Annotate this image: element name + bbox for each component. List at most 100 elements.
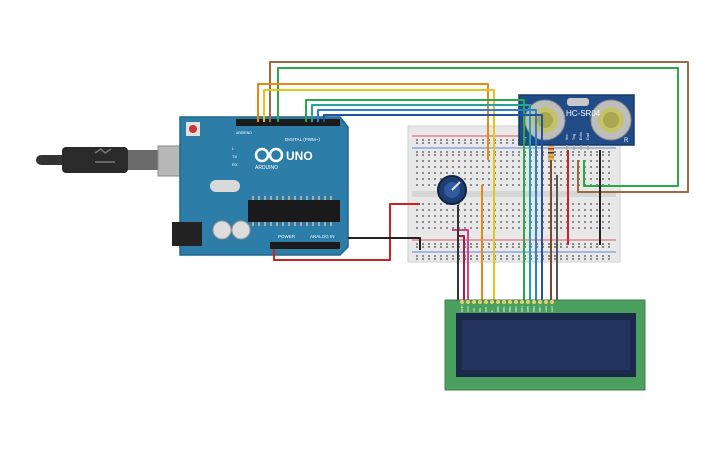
breadboard-hole bbox=[434, 209, 436, 211]
breadboard-hole bbox=[452, 258, 454, 260]
breadboard-hole bbox=[500, 139, 502, 141]
breadboard-hole bbox=[446, 151, 448, 153]
breadboard-hole bbox=[476, 255, 478, 257]
breadboard-hole bbox=[512, 215, 514, 217]
lcd-pin-label: RW bbox=[484, 307, 488, 312]
potentiometer[interactable] bbox=[437, 175, 467, 205]
breadboard-hole bbox=[560, 215, 562, 217]
breadboard-hole bbox=[602, 172, 604, 174]
breadboard-hole bbox=[584, 209, 586, 211]
breadboard-hole bbox=[500, 258, 502, 260]
breadboard-hole bbox=[440, 139, 442, 141]
breadboard-hole bbox=[476, 215, 478, 217]
sensor-model-label: HC-SR04 bbox=[566, 109, 601, 118]
breadboard-hole bbox=[560, 243, 562, 245]
breadboard-hole bbox=[422, 246, 424, 248]
breadboard-hole bbox=[416, 255, 418, 257]
breadboard-hole bbox=[572, 172, 574, 174]
breadboard-hole bbox=[560, 246, 562, 248]
gnd-label: GND bbox=[244, 131, 252, 135]
breadboard-hole bbox=[506, 160, 508, 162]
breadboard-hole bbox=[554, 154, 556, 156]
breadboard-hole bbox=[470, 184, 472, 186]
breadboard-hole bbox=[572, 160, 574, 162]
breadboard-hole bbox=[476, 184, 478, 186]
breadboard-hole bbox=[428, 243, 430, 245]
breadboard-hole bbox=[578, 209, 580, 211]
breadboard-hole bbox=[512, 178, 514, 180]
breadboard-hole bbox=[500, 160, 502, 162]
breadboard-hole bbox=[434, 203, 436, 205]
breadboard-hole bbox=[584, 258, 586, 260]
breadboard-hole bbox=[488, 255, 490, 257]
breadboard-hole bbox=[554, 255, 556, 257]
breadboard-hole bbox=[446, 246, 448, 248]
breadboard-hole bbox=[446, 243, 448, 245]
breadboard-hole bbox=[470, 255, 472, 257]
breadboard-hole bbox=[476, 203, 478, 205]
breadboard-hole bbox=[446, 215, 448, 217]
lcd-pin-label: RS bbox=[478, 308, 482, 312]
breadboard-hole bbox=[578, 258, 580, 260]
breadboard-hole bbox=[428, 172, 430, 174]
breadboard-hole bbox=[584, 151, 586, 153]
breadboard-hole bbox=[608, 151, 610, 153]
breadboard-hole bbox=[428, 258, 430, 260]
breadboard-hole bbox=[596, 227, 598, 229]
breadboard-hole bbox=[518, 255, 520, 257]
breadboard-hole bbox=[590, 243, 592, 245]
breadboard-hole bbox=[512, 172, 514, 174]
breadboard-hole bbox=[518, 243, 520, 245]
breadboard-hole bbox=[428, 160, 430, 162]
breadboard-hole bbox=[554, 221, 556, 223]
breadboard-hole bbox=[488, 215, 490, 217]
breadboard-hole bbox=[476, 221, 478, 223]
breadboard-hole bbox=[506, 142, 508, 144]
breadboard-hole bbox=[446, 154, 448, 156]
breadboard-hole bbox=[500, 142, 502, 144]
breadboard-hole bbox=[512, 258, 514, 260]
breadboard-hole bbox=[464, 151, 466, 153]
breadboard-hole bbox=[470, 243, 472, 245]
breadboard-hole bbox=[464, 203, 466, 205]
lcd-pin-label: DB5 bbox=[526, 306, 530, 312]
breadboard-hole bbox=[554, 258, 556, 260]
lcd-pin-label: DB7 bbox=[538, 306, 542, 312]
breadboard-hole bbox=[518, 151, 520, 153]
breadboard-hole bbox=[422, 255, 424, 257]
breadboard-hole bbox=[440, 166, 442, 168]
breadboard-hole bbox=[512, 139, 514, 141]
breadboard-hole bbox=[500, 151, 502, 153]
breadboard-hole bbox=[464, 142, 466, 144]
breadboard-hole bbox=[434, 255, 436, 257]
breadboard-hole bbox=[476, 172, 478, 174]
breadboard-hole bbox=[500, 215, 502, 217]
breadboard-hole bbox=[506, 246, 508, 248]
breadboard-hole bbox=[446, 255, 448, 257]
breadboard-hole bbox=[608, 221, 610, 223]
breadboard-hole bbox=[458, 172, 460, 174]
breadboard-hole bbox=[512, 227, 514, 229]
breadboard-hole bbox=[482, 139, 484, 141]
breadboard-hole bbox=[608, 243, 610, 245]
breadboard-hole bbox=[590, 154, 592, 156]
breadboard-hole bbox=[440, 243, 442, 245]
breadboard-hole bbox=[452, 166, 454, 168]
breadboard-hole bbox=[428, 215, 430, 217]
breadboard-hole bbox=[422, 215, 424, 217]
breadboard-hole bbox=[602, 215, 604, 217]
breadboard-hole bbox=[428, 151, 430, 153]
breadboard-hole bbox=[518, 154, 520, 156]
breadboard-hole bbox=[488, 184, 490, 186]
breadboard-hole bbox=[518, 215, 520, 217]
breadboard-hole bbox=[602, 246, 604, 248]
breadboard-hole bbox=[452, 139, 454, 141]
breadboard-hole bbox=[590, 203, 592, 205]
breadboard-hole bbox=[512, 221, 514, 223]
breadboard-hole bbox=[590, 209, 592, 211]
breadboard-hole bbox=[470, 172, 472, 174]
breadboard-hole bbox=[512, 203, 514, 205]
breadboard-hole bbox=[464, 139, 466, 141]
breadboard-hole bbox=[590, 166, 592, 168]
wire-orange-1 bbox=[257, 83, 489, 160]
